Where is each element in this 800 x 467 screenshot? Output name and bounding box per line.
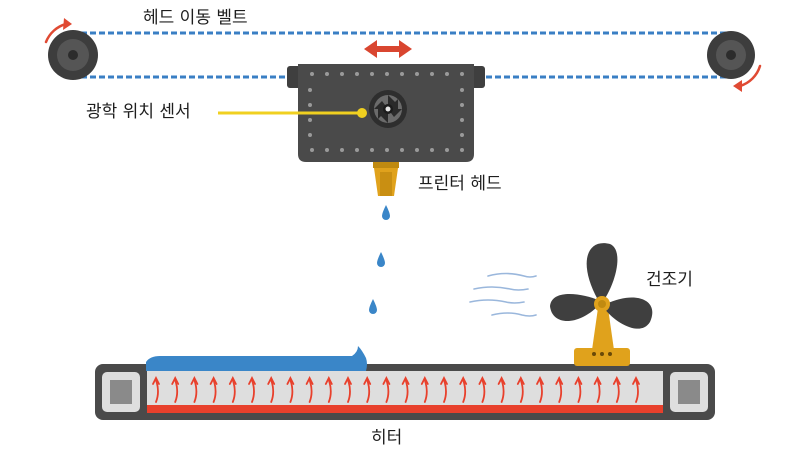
rotation-arrow-icon xyxy=(44,18,72,44)
pulley-icon xyxy=(707,31,755,79)
ink-drop-icon xyxy=(382,205,390,220)
aperture-icon xyxy=(369,90,407,128)
rotation-arrow-icon xyxy=(733,64,762,92)
sensor-callout xyxy=(218,108,367,118)
nozzle-icon xyxy=(373,162,399,196)
head-movement-belt xyxy=(72,31,732,79)
fan-icon xyxy=(550,243,653,366)
double-arrow-icon xyxy=(364,40,412,58)
head-belt-label: 헤드 이동 벨트 xyxy=(143,8,248,28)
ink-drop-icon xyxy=(369,299,377,314)
dryer-label: 건조기 xyxy=(646,270,693,290)
print-head-label: 프린터 헤드 xyxy=(418,174,502,194)
heat-arrow-icon xyxy=(152,375,640,403)
heater-bed xyxy=(95,364,715,420)
airflow-icon xyxy=(469,272,537,317)
ink-layer xyxy=(146,346,367,371)
ink-drop-icon xyxy=(377,252,385,267)
heater-label: 히터 xyxy=(371,428,403,448)
optical-sensor-label: 광학 위치 센서 xyxy=(86,102,191,122)
pulley-icon xyxy=(48,30,98,80)
